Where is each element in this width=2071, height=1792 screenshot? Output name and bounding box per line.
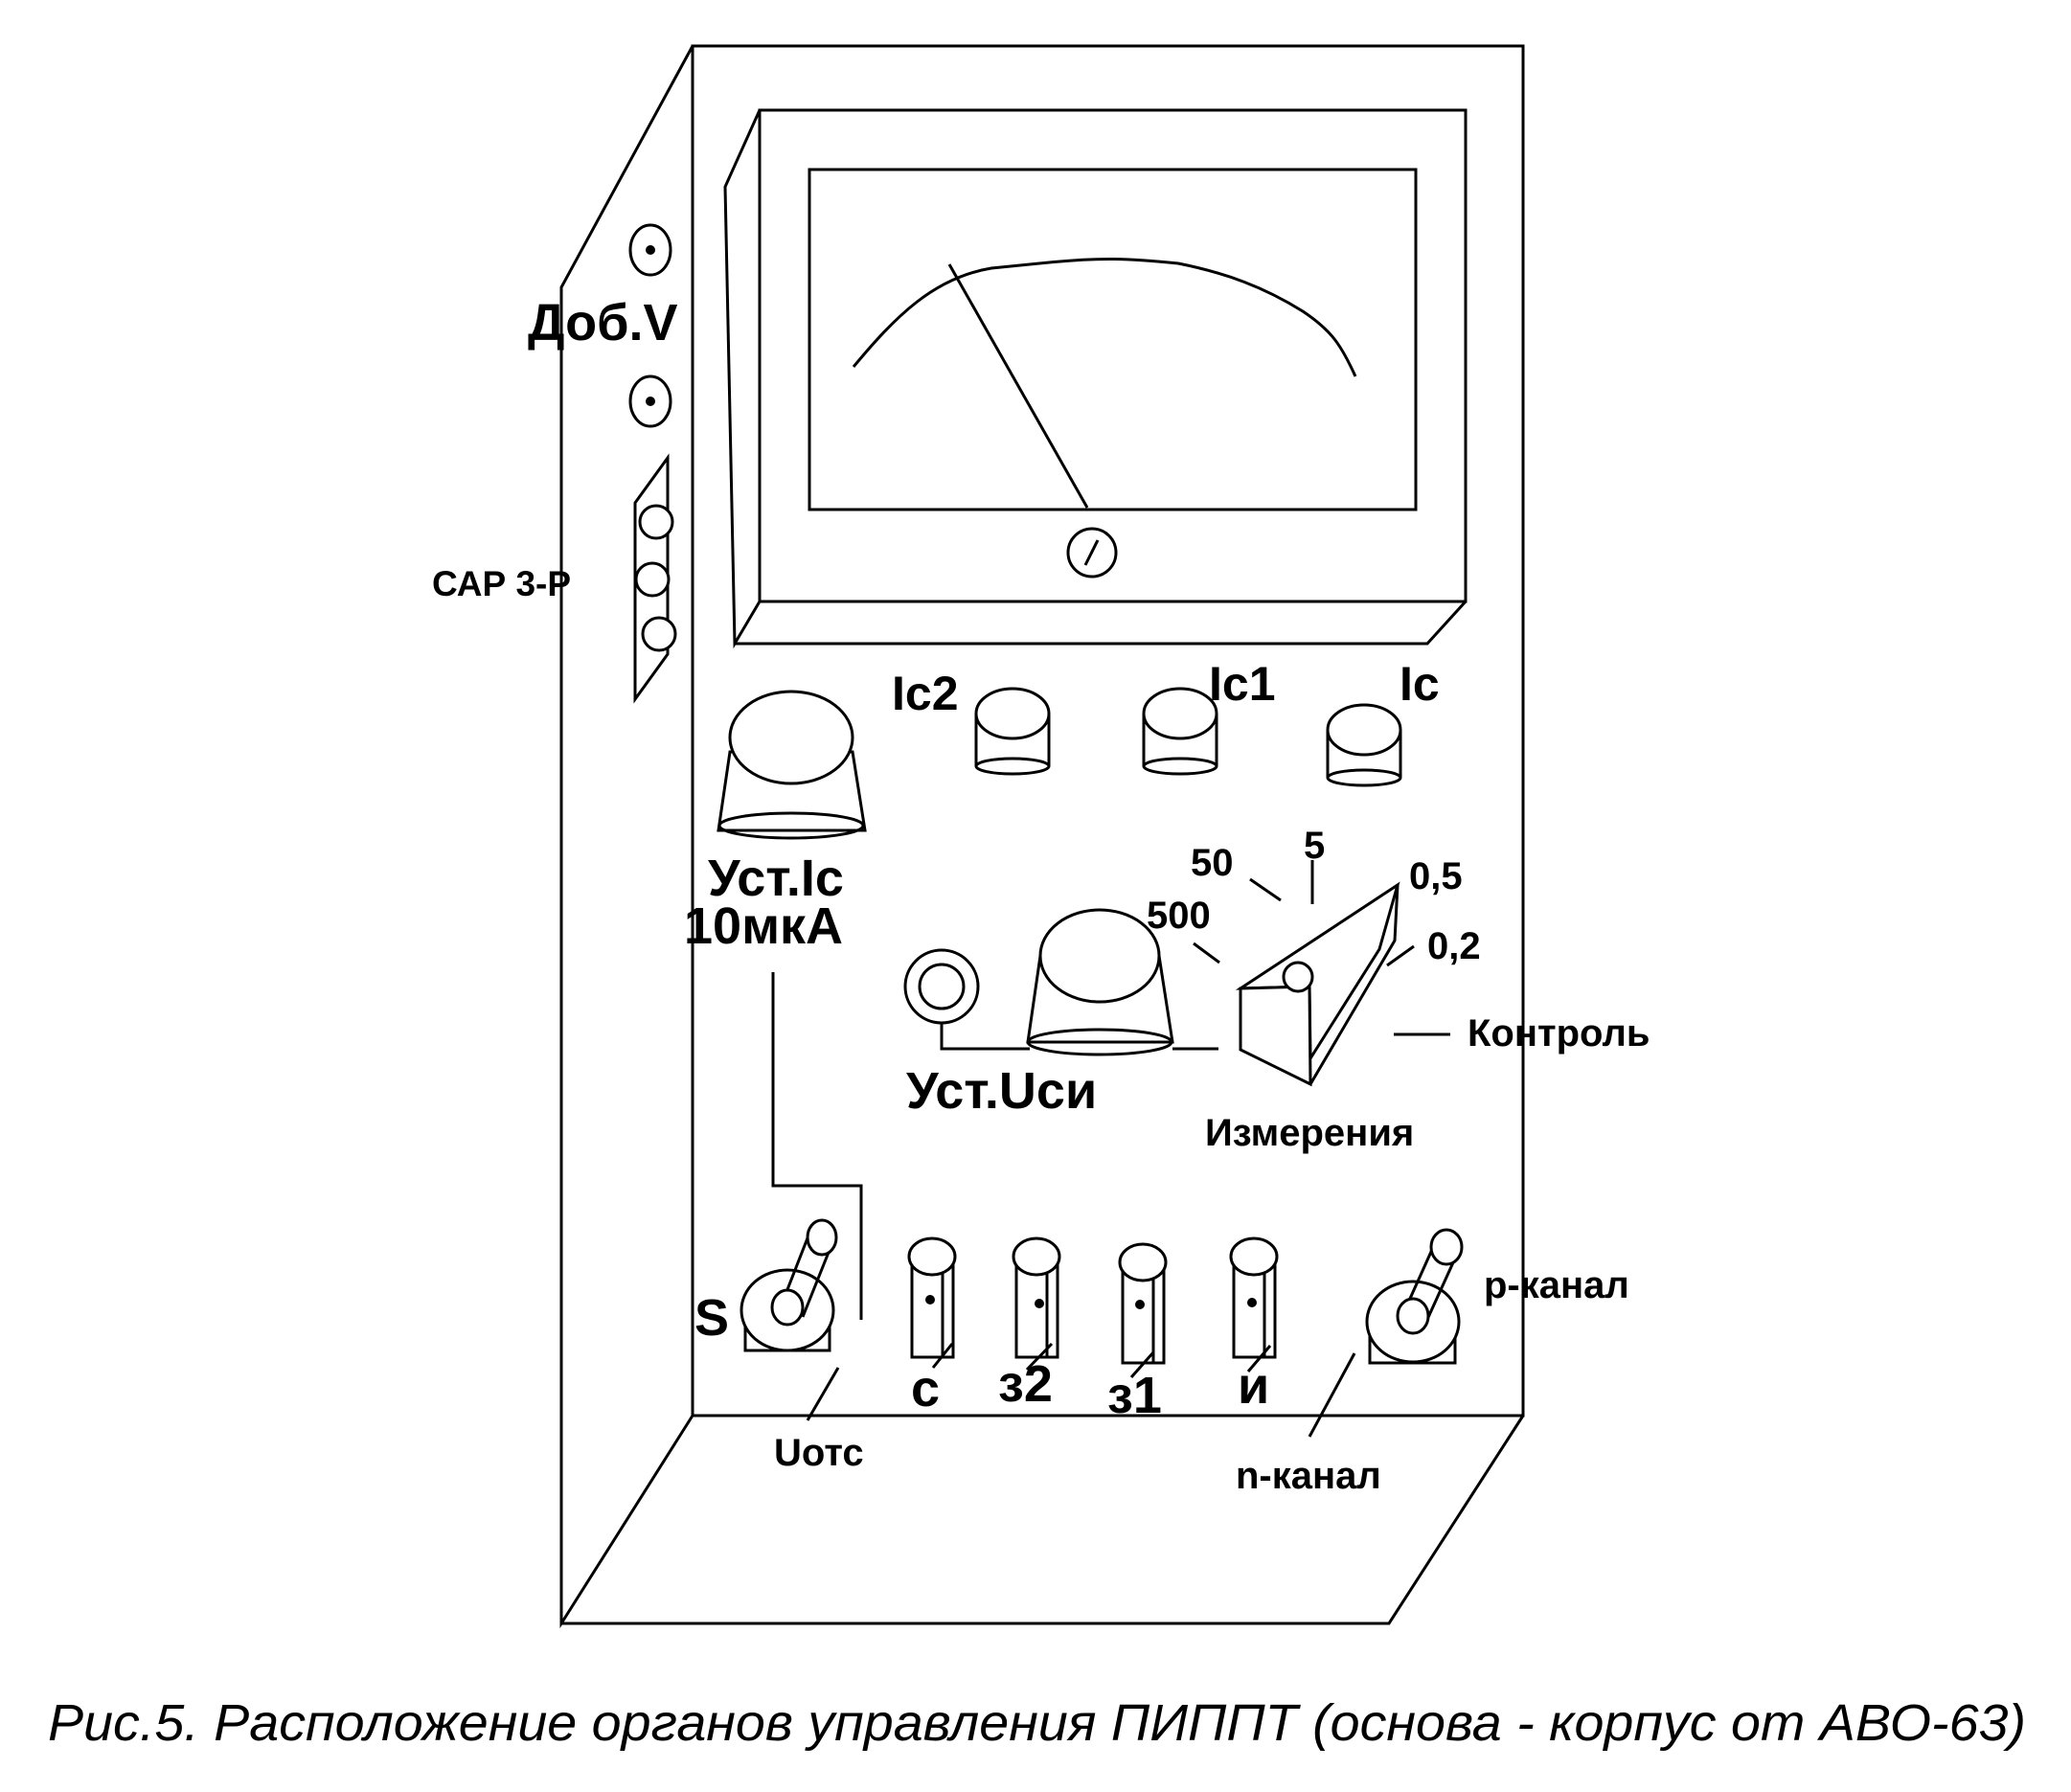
terminal-z1-label: з1 bbox=[1107, 1367, 1162, 1424]
terminal-c-label: с bbox=[911, 1360, 940, 1418]
kontrol-label: Контроль bbox=[1468, 1012, 1650, 1055]
n-kanal-leader bbox=[1308, 1352, 1356, 1438]
range-5-label: 5 bbox=[1304, 825, 1325, 867]
ic-knob[interactable] bbox=[1326, 703, 1402, 787]
terminal-z2-label: з2 bbox=[998, 1355, 1053, 1413]
dob-v-jack-bottom[interactable] bbox=[628, 374, 672, 428]
ic1-label: Ic1 bbox=[1209, 657, 1276, 711]
terminal-z2[interactable] bbox=[1012, 1236, 1061, 1359]
figure-caption: Рис.5. Расположение органов управления П… bbox=[48, 1694, 2026, 1752]
p-kanal-label: р-канал bbox=[1484, 1264, 1629, 1306]
meter-needle bbox=[947, 263, 1089, 509]
meter-scale-arc bbox=[852, 257, 1357, 377]
range-selector-switch[interactable] bbox=[1235, 881, 1400, 1087]
zero-adjust-screw-icon[interactable] bbox=[1066, 527, 1118, 578]
ust-ic-knob[interactable] bbox=[717, 690, 867, 840]
device-case bbox=[559, 44, 1525, 1629]
ust-uci-label: Уст.Uси bbox=[906, 1062, 1097, 1120]
terminal-c[interactable] bbox=[907, 1236, 957, 1359]
s-label: S bbox=[694, 1289, 729, 1347]
ust-uci-jack[interactable] bbox=[903, 948, 980, 1025]
ust-ic-label-line1: Уст.Ic bbox=[708, 850, 844, 907]
ic2-label: Ic2 bbox=[892, 667, 959, 720]
meter-window bbox=[808, 168, 1418, 511]
ic-label: Ic bbox=[1400, 657, 1440, 711]
terminal-i-label: и bbox=[1238, 1357, 1269, 1415]
dob-v-jack-top[interactable] bbox=[628, 223, 672, 277]
ust-ic-leader bbox=[771, 972, 863, 1320]
uots-leader bbox=[806, 1367, 840, 1421]
sar-label: САР 3-Р bbox=[432, 564, 571, 603]
ust-uci-knob[interactable] bbox=[1026, 908, 1174, 1056]
tick-500 bbox=[1193, 941, 1220, 964]
izmereniya-label: Измерения bbox=[1205, 1112, 1414, 1154]
terminal-z1[interactable] bbox=[1118, 1242, 1168, 1365]
tick-0-2 bbox=[1386, 944, 1415, 967]
range-0-5-label: 0,5 bbox=[1409, 855, 1463, 897]
range-500-label: 500 bbox=[1147, 895, 1211, 937]
sar-connector[interactable] bbox=[633, 453, 677, 704]
range-50-label: 50 bbox=[1191, 842, 1234, 884]
meter bbox=[723, 108, 1468, 649]
ust-ic-label-line2: 10мкА bbox=[684, 897, 843, 955]
ic1-knob[interactable] bbox=[1142, 687, 1218, 776]
dob-v-label: Доб.V bbox=[528, 294, 678, 352]
channel-toggle-switch[interactable] bbox=[1365, 1228, 1464, 1365]
terminal-i[interactable] bbox=[1229, 1236, 1279, 1359]
uots-label: Uотс bbox=[774, 1432, 864, 1474]
n-kanal-label: n-канал bbox=[1236, 1455, 1381, 1497]
range-0-2-label: 0,2 bbox=[1427, 925, 1481, 967]
tick-50 bbox=[1249, 877, 1282, 902]
s-toggle-switch[interactable] bbox=[740, 1218, 838, 1352]
ic2-knob[interactable] bbox=[974, 687, 1051, 776]
